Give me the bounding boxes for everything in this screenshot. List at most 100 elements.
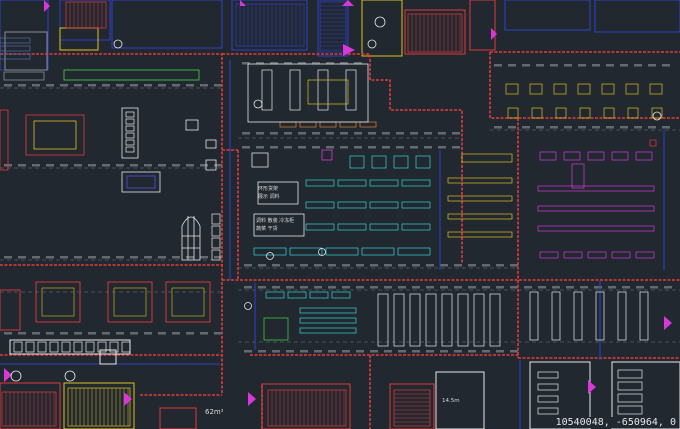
dimension-tick bbox=[300, 264, 308, 267]
dimension-tick bbox=[424, 146, 432, 149]
stair-core bbox=[319, 1, 347, 53]
dimension-tick bbox=[214, 84, 222, 87]
dimension-tick bbox=[454, 286, 462, 289]
dimension-tick bbox=[312, 146, 320, 149]
shelf-slot bbox=[125, 139, 135, 146]
stair-core bbox=[65, 1, 107, 29]
marker-triangle bbox=[343, 44, 355, 56]
shelf-slot bbox=[125, 111, 135, 118]
dimension-tick bbox=[312, 62, 320, 65]
dimension-tick bbox=[60, 332, 68, 335]
counter-unit bbox=[37, 341, 47, 353]
dimension-tick bbox=[328, 286, 336, 289]
dimension-tick bbox=[328, 264, 336, 267]
dimension-tick bbox=[440, 264, 448, 267]
stair-outline bbox=[407, 13, 463, 53]
column-circle bbox=[64, 370, 76, 382]
shelf-unit bbox=[639, 291, 649, 341]
dimension-tick bbox=[662, 126, 670, 129]
office-desk bbox=[537, 371, 559, 379]
dimension-tick bbox=[522, 126, 530, 129]
dimension-tick bbox=[284, 62, 292, 65]
gondola bbox=[305, 201, 335, 209]
gondola bbox=[289, 69, 301, 111]
stair-core bbox=[407, 13, 463, 53]
dimension-tick bbox=[102, 164, 110, 167]
yellow-rack bbox=[461, 153, 513, 163]
gondola bbox=[401, 179, 431, 187]
dimension-tick bbox=[186, 164, 194, 167]
dimension-tick bbox=[496, 350, 504, 353]
zone-label-a2: 展示 调料 bbox=[258, 193, 280, 200]
dimension-tick bbox=[580, 286, 588, 289]
column-circle bbox=[113, 39, 123, 49]
dimension-tick bbox=[550, 64, 558, 67]
fixture bbox=[555, 107, 567, 119]
dimension-tick bbox=[482, 350, 490, 353]
magenta-fixture bbox=[587, 151, 605, 161]
marker-triangle bbox=[588, 380, 596, 394]
dimension-tick bbox=[592, 64, 600, 67]
fixture bbox=[263, 317, 289, 341]
stair-core bbox=[1, 391, 57, 427]
shelf-slot bbox=[125, 132, 135, 139]
fixture bbox=[529, 83, 543, 95]
dimension-tick bbox=[18, 332, 26, 335]
dimension-tick bbox=[74, 84, 82, 87]
dimension-tick bbox=[410, 132, 418, 135]
magenta-fixture bbox=[563, 151, 581, 161]
fixture bbox=[627, 107, 639, 119]
center-frame bbox=[247, 63, 369, 237]
right-fixtures bbox=[447, 83, 663, 259]
dimension-tick bbox=[46, 84, 54, 87]
coordinate-readout: 10540048, -650964, 0 bbox=[553, 417, 678, 428]
dimension-tick bbox=[144, 332, 152, 335]
dimension-tick bbox=[634, 126, 642, 129]
gondola bbox=[397, 247, 431, 256]
counter-unit bbox=[85, 341, 95, 353]
gondola bbox=[253, 247, 287, 256]
dimension-tick bbox=[650, 286, 658, 289]
dimension-tick bbox=[18, 84, 26, 87]
dimension-tick bbox=[32, 84, 40, 87]
gondola bbox=[369, 223, 399, 231]
booth-outline bbox=[0, 289, 21, 331]
dimension-tick bbox=[144, 84, 152, 87]
dimension-tick bbox=[258, 350, 266, 353]
dimension-tick bbox=[214, 332, 222, 335]
dimension-tick bbox=[648, 126, 656, 129]
column-circle bbox=[318, 248, 326, 256]
gondola bbox=[287, 291, 307, 299]
stair-core bbox=[267, 389, 347, 427]
dimension-tick bbox=[594, 286, 602, 289]
gondola-end bbox=[349, 155, 365, 169]
dimension-tick bbox=[342, 286, 350, 289]
dimension-tick bbox=[172, 84, 180, 87]
dimension-tick bbox=[102, 84, 110, 87]
stair-outline bbox=[393, 389, 431, 427]
dimension-tick bbox=[74, 256, 82, 259]
counter-unit bbox=[49, 341, 59, 353]
dimension-tick bbox=[370, 286, 378, 289]
dimension-tick bbox=[508, 126, 516, 129]
dimension-tick bbox=[606, 64, 614, 67]
dimension-tick bbox=[636, 286, 644, 289]
dimension-tick bbox=[538, 286, 546, 289]
booth-outline bbox=[165, 281, 211, 323]
office-desk bbox=[537, 383, 559, 391]
dimension-tick bbox=[314, 264, 322, 267]
dimension-tick bbox=[384, 264, 392, 267]
dimension-tick bbox=[4, 332, 12, 335]
dimension-tick bbox=[552, 286, 560, 289]
magenta-fixture bbox=[635, 251, 655, 259]
zone-label-b2: 蔬菜 干货 bbox=[256, 225, 278, 232]
counter-unit bbox=[13, 341, 23, 353]
dimension-tick bbox=[468, 286, 476, 289]
dimension-tick bbox=[186, 332, 194, 335]
arched-door bbox=[181, 216, 201, 261]
dimension-tick bbox=[382, 132, 390, 135]
dimension-tick bbox=[18, 164, 26, 167]
office-desk bbox=[537, 395, 559, 403]
